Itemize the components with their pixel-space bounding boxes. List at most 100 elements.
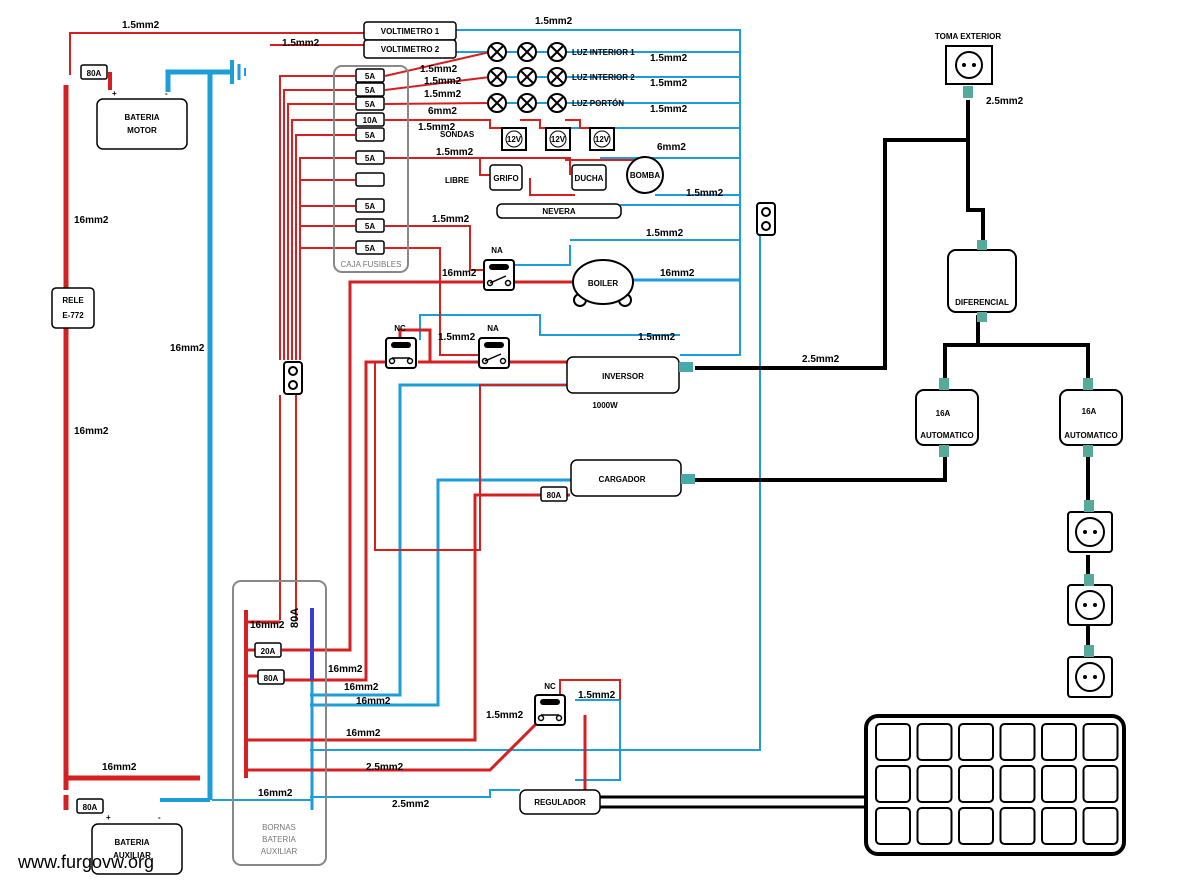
solar-cell <box>875 765 911 803</box>
wire-label: 1.5mm2 <box>535 16 573 27</box>
wire-label: 1.5mm2 <box>686 188 724 199</box>
solar-cells <box>875 723 1119 845</box>
solar-cell <box>999 807 1036 845</box>
connector-icon <box>756 202 776 236</box>
regulador-label: REGULADOR <box>534 798 586 807</box>
svg-text:+: + <box>112 89 117 98</box>
relay-na-boiler: NA <box>483 246 515 291</box>
voltimetro-2: VOLTIMETRO 2 <box>363 39 457 59</box>
wire-label: 1.5mm2 <box>578 690 616 701</box>
svg-text:BATERIA: BATERIA <box>262 835 296 844</box>
lamp-icon <box>547 93 567 113</box>
wire-label: 6mm2 <box>657 142 686 153</box>
fuse-slot-label: 5A <box>365 202 375 211</box>
wire-label: 6mm2 <box>428 106 457 117</box>
bateria-motor: BATERIA MOTOR + - <box>96 89 188 150</box>
connector-icon <box>283 361 303 395</box>
nc-label: NC <box>544 682 556 691</box>
solar-cell <box>916 765 953 803</box>
nc-label: NC <box>394 324 406 333</box>
automatico-16a-2: 16A AUTOMATICO <box>1059 378 1123 457</box>
lamps: LUZ INTERIOR 1 LUZ INTERIOR 2 LUZ PORTÓN <box>487 42 635 113</box>
svg-text:BORNAS: BORNAS <box>262 823 296 832</box>
diferencial-label: DIFERENCIAL <box>955 298 1009 307</box>
fuse-slot-label: 5A <box>365 222 375 231</box>
svg-text:RELE: RELE <box>62 296 84 305</box>
svg-text:BATERIA: BATERIA <box>125 113 160 122</box>
wire-label: 16mm2 <box>102 762 137 773</box>
inversor-label: INVERSOR <box>602 372 644 381</box>
svg-text:AUXILIAR: AUXILIAR <box>113 851 151 860</box>
wire-label: 16mm2 <box>170 343 205 354</box>
lamp-icon <box>547 67 567 87</box>
wire-label: 1.5mm2 <box>650 78 688 89</box>
solar-cell <box>916 807 953 845</box>
fuse-slot-label: 5A <box>365 131 375 140</box>
toma-exterior: TOMA EXTERIOR <box>935 32 1001 98</box>
libre-label: LIBRE <box>445 176 470 185</box>
fuse-slot: 5A <box>355 82 385 97</box>
lamp-icon <box>517 67 537 87</box>
svg-text:MOTOR: MOTOR <box>127 126 157 135</box>
solar-cell <box>958 807 994 845</box>
fuse-slot: 5A <box>355 150 385 165</box>
solar-cell <box>958 723 994 761</box>
wire-label: 1.5mm2 <box>424 89 462 100</box>
wire-label: 16mm2 <box>442 268 477 279</box>
wire-label: 1.5mm2 <box>282 38 320 49</box>
socket-icon <box>1075 662 1105 692</box>
wire-label: 16mm2 <box>328 664 363 675</box>
inversor-power-label: 1000W <box>592 401 618 410</box>
fuse-80a-auxiliar: 80A <box>76 798 104 814</box>
grifo: GRIFO <box>489 164 523 191</box>
fuse-80a-motor: 80A <box>80 64 108 80</box>
watermark: www.furgovw.org <box>17 852 154 872</box>
fuse-slot: 5A <box>355 240 385 255</box>
svg-text:AUTOMATICO: AUTOMATICO <box>920 431 973 440</box>
fuse-slot: 5A <box>355 68 385 83</box>
ground-icon <box>230 60 246 84</box>
socket-12v-icon: 12V <box>589 127 615 151</box>
cargador: CARGADOR <box>570 459 695 497</box>
fuse-slot-label: 5A <box>365 154 375 163</box>
svg-text:20A: 20A <box>261 647 276 656</box>
svg-text:16A: 16A <box>936 409 951 418</box>
wire-label: 16mm2 <box>258 788 293 799</box>
solar-cell <box>1041 765 1077 803</box>
socket-2 <box>1067 574 1113 626</box>
wire-label: 2.5mm2 <box>802 354 840 365</box>
solar-cell <box>1041 723 1077 761</box>
fuse-slot-label: 5A <box>365 86 375 95</box>
svg-text:16A: 16A <box>1082 407 1097 416</box>
svg-text:-: - <box>158 813 161 822</box>
wire-label: 2.5mm2 <box>986 96 1024 107</box>
ducha: DUCHA <box>571 164 607 191</box>
sondas-label: SONDAS <box>440 130 475 139</box>
svg-text:80A: 80A <box>83 803 98 812</box>
solar-cell <box>1082 765 1119 803</box>
boiler: BOILER <box>572 259 634 307</box>
fuse-slot-label: 5A <box>365 100 375 109</box>
wire-label: 16mm2 <box>344 682 379 693</box>
fuse-slot: 5A <box>355 218 385 233</box>
voltimetro-2-label: VOLTIMETRO 2 <box>381 45 440 54</box>
solar-cell <box>916 723 953 761</box>
fuse-80a-vertical: 80A <box>289 608 301 628</box>
rele-e772: RELE E-772 <box>51 287 95 329</box>
wire-label: 2.5mm2 <box>366 762 404 773</box>
wire-label: 16mm2 <box>74 215 109 226</box>
wire-label: 1.5mm2 <box>436 147 474 158</box>
fuse-slot-label: 5A <box>365 72 375 81</box>
wire-label: 16mm2 <box>660 268 695 279</box>
wire-label: 16mm2 <box>250 620 285 631</box>
fuse-box-feeders <box>279 75 355 620</box>
fuse-80a-cargador: 80A <box>540 486 568 502</box>
wire-label: 1.5mm2 <box>432 214 470 225</box>
svg-text:80A: 80A <box>87 69 102 78</box>
socket-12v-icon: 12V <box>545 127 571 151</box>
svg-text:E-772: E-772 <box>62 311 84 320</box>
inversor: INVERSOR 1000W <box>566 356 693 410</box>
na-label: NA <box>487 324 499 333</box>
